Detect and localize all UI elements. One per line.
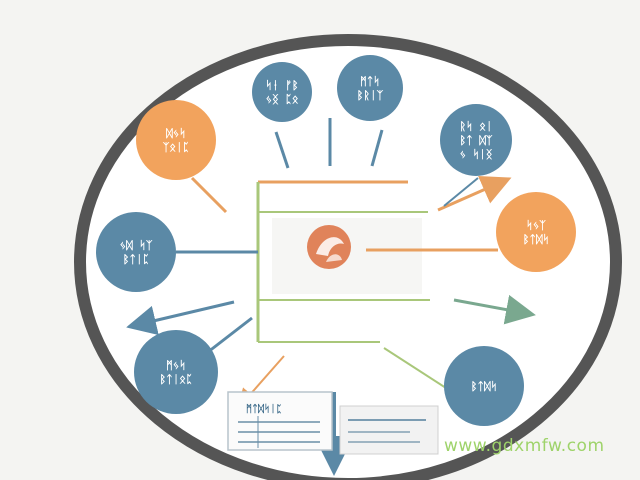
node-label-line: ᛗᛃᛋ [166, 359, 186, 372]
card-left-title: ᛗᛏᛞᛋᛁᛈ [246, 403, 282, 415]
connector-lines [126, 118, 536, 476]
node-circle [96, 212, 176, 292]
node-label-line: ᛒᚱᛁᛉ [357, 89, 384, 102]
node-label-line: ᛒᛏᛞᛋ [471, 380, 497, 393]
node-label-line: ᛉᛟᛁᛈ [163, 141, 189, 154]
node-label-line: ᛒᛏᛁᛈ [123, 253, 149, 266]
node-circle [134, 330, 218, 414]
node-label-line: ᛃᛝ ᛈᛟ [265, 93, 298, 106]
node-circle [337, 55, 403, 121]
node-label-line: ᛒᛏᛁᛟᛈ [160, 373, 193, 386]
node-label-line: ᛗᛏᛋ [360, 75, 380, 88]
node-circle [252, 62, 312, 122]
watermark-text: www.gdxmfw.com [444, 436, 605, 456]
node-label-line: ᛃᛞ ᛋᛉ [119, 239, 152, 252]
card-right [339, 405, 439, 455]
node-label-line: ᛃ ᛋᛁᛝ [459, 148, 492, 161]
node-circle [444, 346, 524, 426]
node-label-line: ᛒᛏ ᛞᛉ [459, 134, 492, 147]
node-circle [496, 192, 576, 272]
node-label-line: ᛋᛃᛉ [526, 219, 546, 232]
node-label-line: ᛋᛂ ᚠᛒ [265, 79, 298, 92]
node-circle [440, 104, 512, 176]
center-icon [307, 225, 351, 269]
node-circle [136, 100, 216, 180]
node-bottom-right-blue: ᛒᛏᛞᛋ [444, 346, 524, 426]
node-label-line: ᛒᛏᛞᛋ [523, 233, 549, 246]
node-label-line: ᚱᛋ ᛟᛁ [459, 120, 492, 133]
card-left: ᛗᛏᛞᛋᛁᛈ [227, 391, 333, 451]
node-label-line: ᛞᛃᛋ [165, 127, 186, 140]
